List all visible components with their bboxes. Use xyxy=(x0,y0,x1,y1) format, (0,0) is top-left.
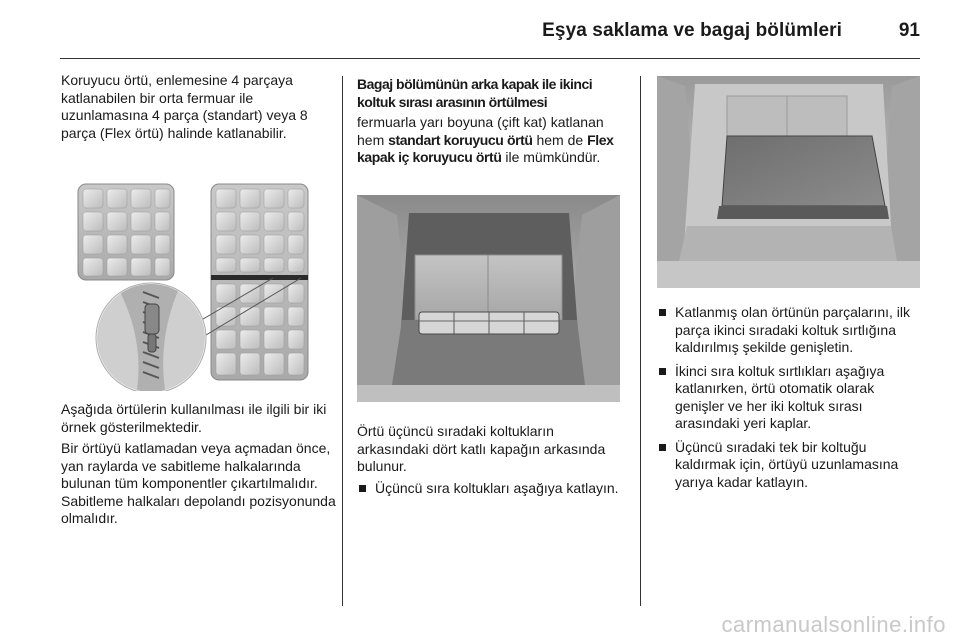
intro-paragraph: Koruyucu örtü, enlemesine 4 parçaya katl… xyxy=(61,72,308,141)
trunk-folded-svg xyxy=(357,195,620,402)
trunk-extended-svg xyxy=(657,76,920,288)
column2-intro: Bagaj bölümünün arka kapak ile ikinci ko… xyxy=(357,76,627,171)
column-divider xyxy=(342,76,343,606)
list-item: Üçüncü sıra koltukları aşağıya katlayın. xyxy=(357,480,627,498)
bullet-square-icon xyxy=(659,309,666,316)
column3-bullet-list: Katlanmış olan örtünün parçalarını, ilk … xyxy=(657,304,927,491)
bullet-square-icon xyxy=(359,484,366,492)
zipper-cover-svg xyxy=(77,183,309,391)
list-item: Üçüncü sıradaki tek bir koltuğu kaldırma… xyxy=(657,439,927,492)
bullet-square-icon xyxy=(659,367,666,375)
examples-paragraph: Aşağıda örtülerin kullanılması ile ilgil… xyxy=(61,401,327,435)
bold-term: standart koruyucu örtü xyxy=(388,131,533,148)
trunk-photo-extended-cover xyxy=(657,76,920,288)
page-title: Eşya saklama ve bagaj bölümleri xyxy=(542,20,842,41)
column1-intro: Koruyucu örtü, enlemesine 4 parçaya katl… xyxy=(61,72,336,146)
column1-body: Aşağıda örtülerin kullanılması ile ilgil… xyxy=(61,401,336,532)
column2-bullet-list: Üçüncü sıra koltukları aşağıya katlayın. xyxy=(357,480,627,498)
list-item: İkinci sıra koltuk sırtlıkları aşağıya k… xyxy=(657,363,927,433)
cover-folding-illustration xyxy=(61,174,326,391)
column3-body: Katlanmış olan örtünün parçalarını, ilk … xyxy=(657,304,927,497)
bold-term: Flex kapak iç koruyucu örtü xyxy=(357,131,614,166)
location-paragraph: Örtü üçüncü sıradaki koltukların arkasın… xyxy=(357,423,606,474)
section-heading: Bagaj bölümünün arka kapak ile ikinci ko… xyxy=(357,76,593,110)
column2-body: Örtü üçüncü sıradaki koltukların arkasın… xyxy=(357,423,627,503)
column2-intro-paragraph: fermuarla yarı boyuna (çift kat) katlana… xyxy=(357,114,614,166)
instructions-paragraph: Bir örtüyü katlamadan veya açmadan önce,… xyxy=(61,440,336,526)
header-divider xyxy=(60,58,920,59)
column-divider xyxy=(640,76,641,606)
watermark: carmanualsonline.info xyxy=(721,612,946,637)
bullet-square-icon xyxy=(659,443,666,451)
trunk-photo-folded-cover xyxy=(357,195,620,402)
list-item: Katlanmış olan örtünün parçalarını, ilk … xyxy=(657,304,927,357)
page-number: 91 xyxy=(898,20,920,41)
